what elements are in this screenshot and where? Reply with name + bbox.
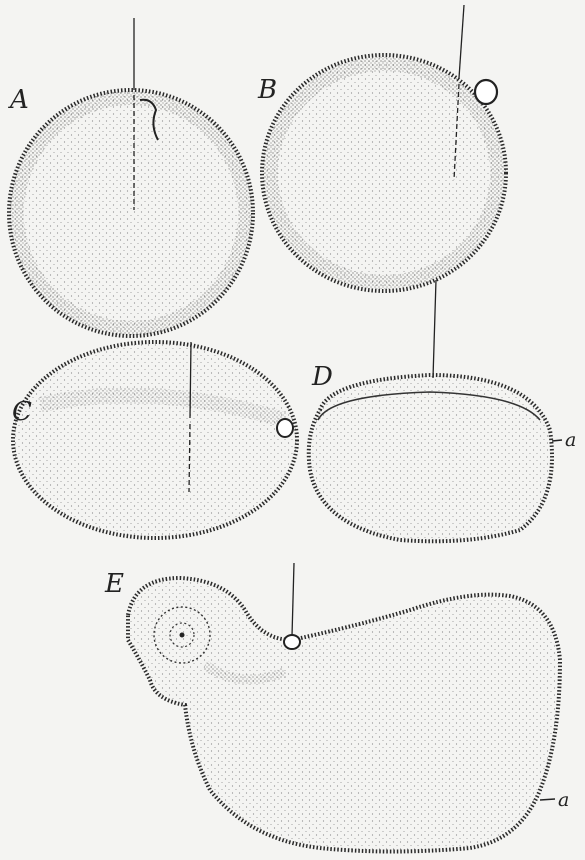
blastopore-c xyxy=(277,419,293,437)
figure-b: B xyxy=(257,5,506,291)
figure-letter-b: B xyxy=(257,75,277,105)
egg-d-body xyxy=(309,375,552,541)
figure-c: C xyxy=(12,342,297,538)
figure-letter-d: D xyxy=(311,362,333,392)
figure-e: a E xyxy=(104,563,569,852)
figure-letter-a: A xyxy=(8,85,29,115)
eye-center xyxy=(180,633,185,638)
annotation-a-d: a xyxy=(565,429,576,451)
figure-letter-e: E xyxy=(104,569,124,599)
annotation-a-e: a xyxy=(558,789,569,811)
annotation-tick-d xyxy=(552,440,562,441)
pointer-line-d xyxy=(433,280,436,378)
figure-letter-c: C xyxy=(12,397,32,427)
annotation-tick-e xyxy=(540,799,555,800)
figure-d: a D xyxy=(309,280,577,541)
embryo-e-body xyxy=(128,578,560,852)
pointer-line-e xyxy=(292,563,294,636)
pointer-line-b xyxy=(459,5,464,78)
knob-e xyxy=(284,635,300,649)
blastopore-b xyxy=(475,80,497,104)
figure-a: A xyxy=(8,18,253,336)
